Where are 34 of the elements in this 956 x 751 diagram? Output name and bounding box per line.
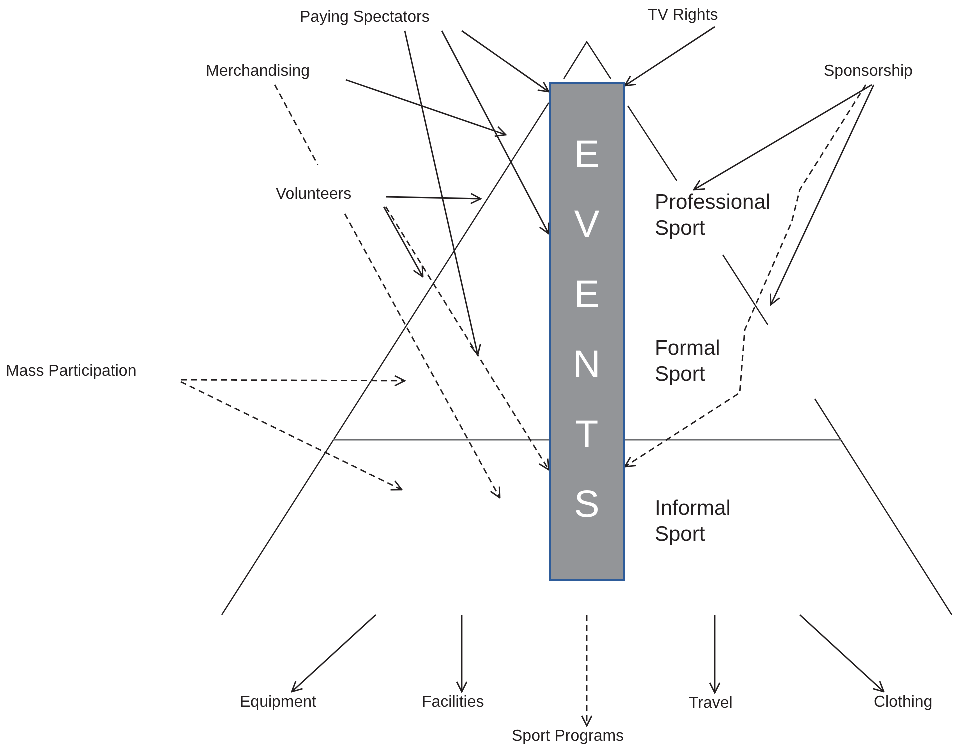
outcome-label: Travel <box>689 693 751 717</box>
dashed-arrow <box>581 615 593 727</box>
arrow <box>346 79 507 138</box>
source-label: Volunteers <box>276 184 386 207</box>
arrow <box>456 615 468 693</box>
arrow <box>770 84 875 306</box>
arrow <box>624 26 716 87</box>
dashed-arrow <box>274 84 501 499</box>
dashed-arrow <box>180 381 403 491</box>
source-label: Merchandising <box>206 61 346 85</box>
arrow <box>404 30 482 356</box>
outcome-label: Sport Programs <box>512 726 662 750</box>
dashed-arrow <box>624 84 867 468</box>
dashed-arrow <box>181 375 406 387</box>
outcome-label: Equipment <box>240 692 344 716</box>
source-label: Paying Spectators <box>300 7 508 31</box>
arrow <box>800 614 885 693</box>
level-label: Informal Sport <box>655 496 750 550</box>
source-label: TV Rights <box>648 5 724 27</box>
dashed-arrow <box>385 206 550 471</box>
arrow <box>462 30 550 93</box>
arrow <box>441 30 550 235</box>
source-label: Mass Participation <box>6 361 181 385</box>
arrow <box>693 84 872 191</box>
events-bar: E V E N T S <box>549 82 625 581</box>
arrow <box>291 614 376 693</box>
outcome-label: Clothing <box>874 692 954 716</box>
arrow <box>709 615 721 694</box>
source-label: Sponsorship <box>824 61 944 85</box>
level-label: Formal Sport <box>655 336 735 390</box>
arrow <box>383 206 424 278</box>
arrow <box>386 193 482 204</box>
outcome-label: Facilities <box>422 692 506 716</box>
level-label: Professional Sport <box>655 190 795 244</box>
